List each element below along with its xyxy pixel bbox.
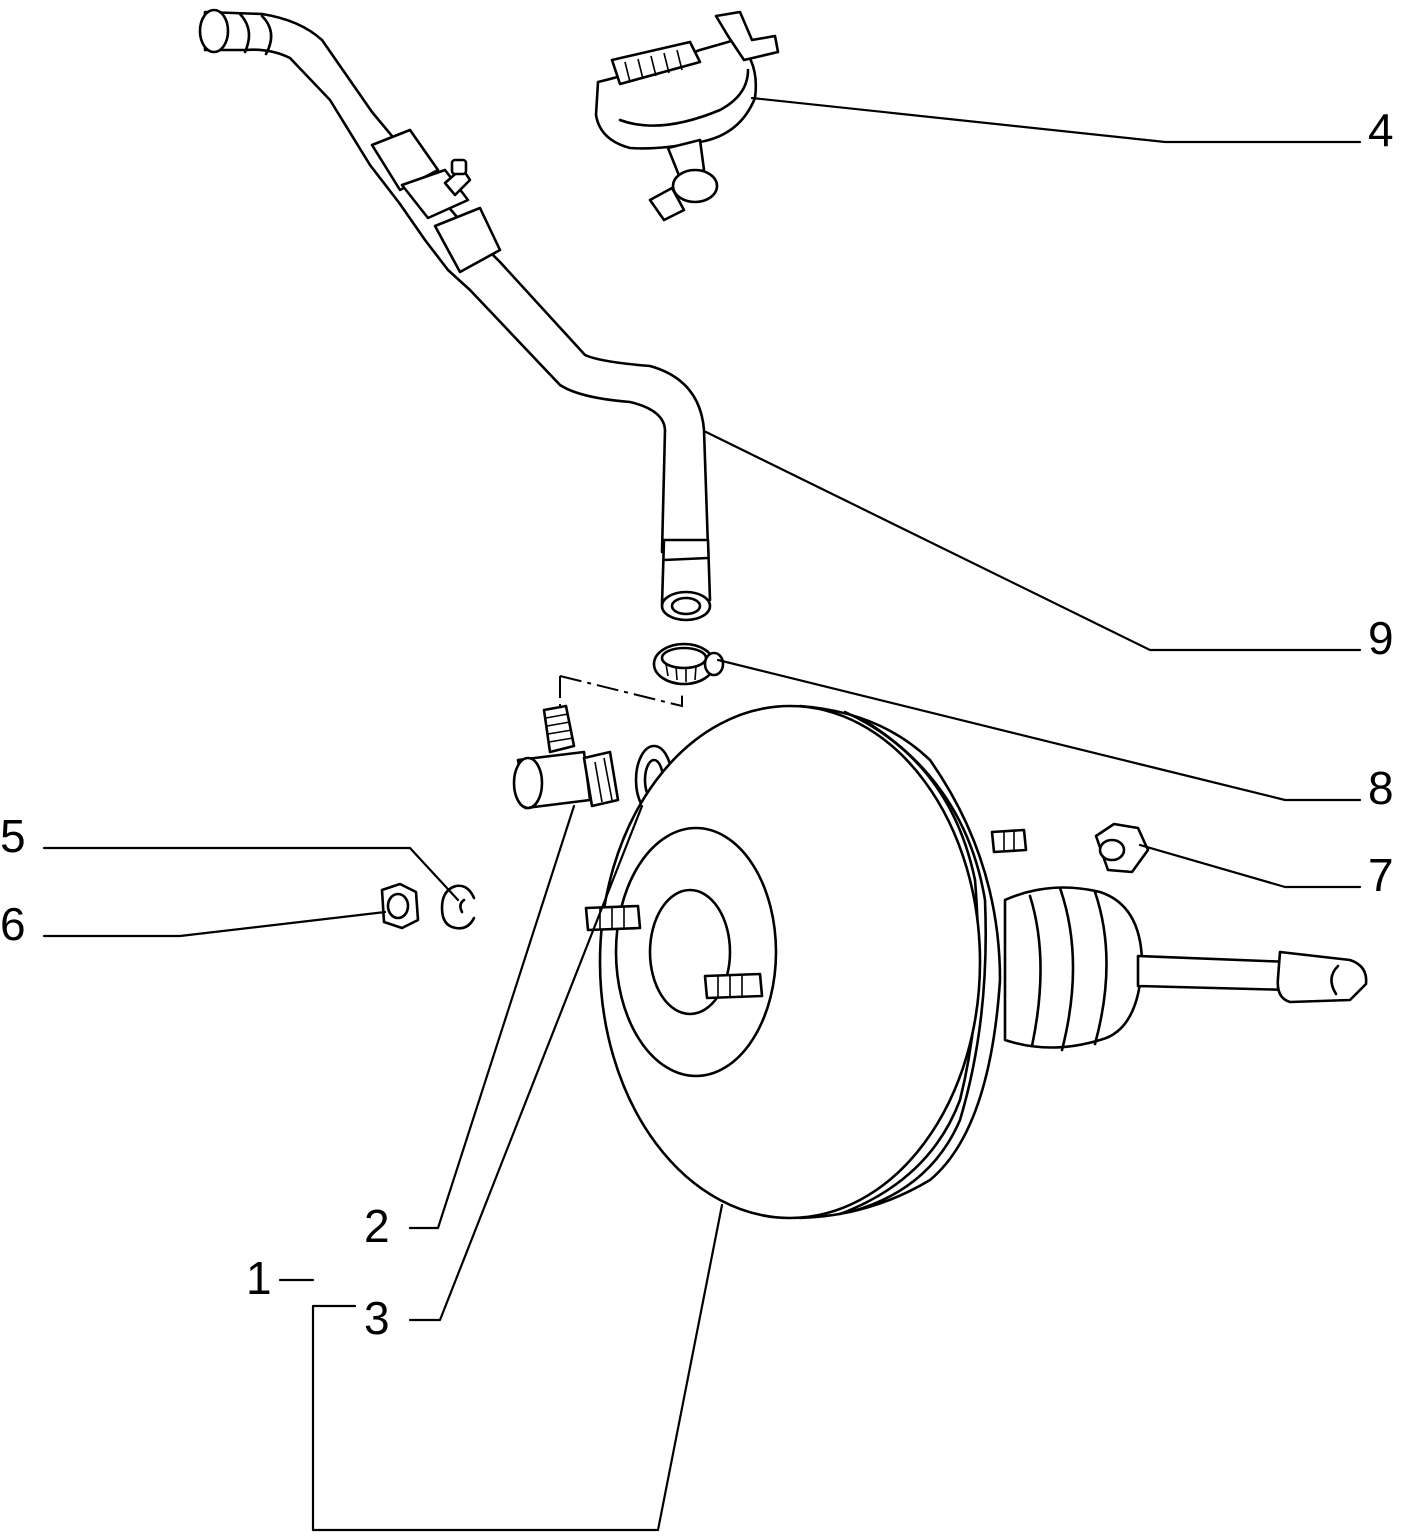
callout-2: 2 — [364, 1200, 390, 1252]
hose-clamp-bracket-part — [594, 10, 780, 222]
callout-4: 4 — [1368, 104, 1394, 156]
callout-1: 1 — [246, 1252, 272, 1304]
check-valve-fitting-part — [512, 704, 620, 810]
hose-clip-part — [652, 642, 725, 686]
assembly-guide-line — [559, 675, 683, 708]
circlip-part — [440, 884, 476, 930]
brake-booster-part — [584, 704, 1368, 1220]
callout-6: 6 — [0, 898, 26, 950]
callout-9: 9 — [1368, 612, 1394, 664]
callout-8: 8 — [1368, 762, 1394, 814]
callout-7: 7 — [1368, 849, 1394, 901]
leader-lines — [42, 96, 1362, 1532]
callout-3: 3 — [364, 1292, 390, 1344]
vacuum-hose-part — [198, 8, 712, 622]
callout-5: 5 — [0, 810, 26, 862]
hex-nut-right-part — [1094, 822, 1150, 874]
hex-nut-left-part — [380, 882, 420, 930]
